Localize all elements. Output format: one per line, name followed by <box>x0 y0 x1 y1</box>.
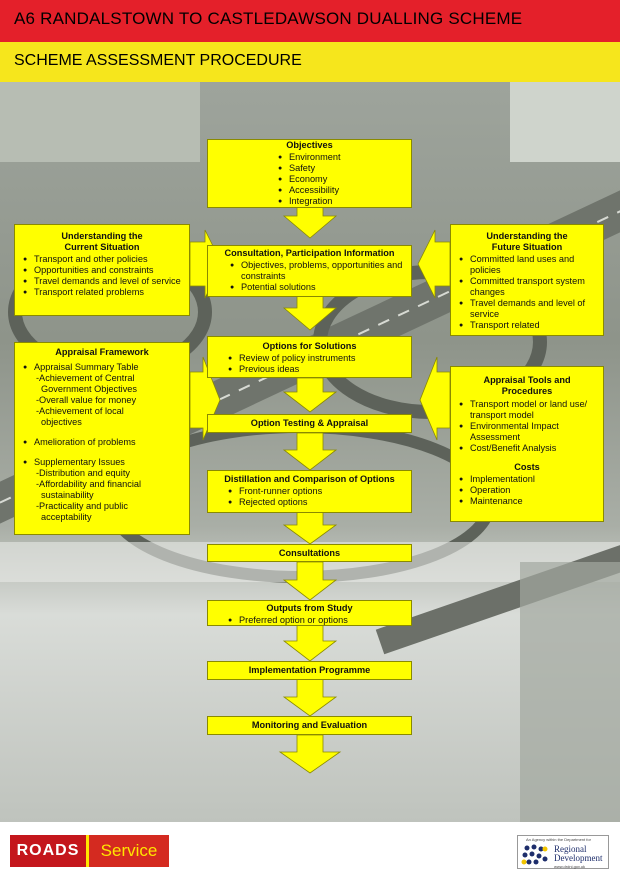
current-situation-item: Travel demands and level of service <box>21 276 185 287</box>
drd-line-2: Development <box>554 853 603 863</box>
spacer <box>21 448 189 457</box>
appraisal-tools-heading-2: Procedures <box>501 386 553 396</box>
objective-item: Integration <box>276 196 411 207</box>
appraisal-subitem: -Achievement of local <box>36 406 124 416</box>
distillation-item: Rejected options <box>226 497 411 508</box>
drd-logo: An Agency within the Department for Regi… <box>517 835 609 869</box>
objectives-box: Objectives Environment Safety Economy Ac… <box>207 139 412 208</box>
current-situation-box: Understanding the Current Situation Tran… <box>14 224 190 316</box>
appraisal-framework-heading: Appraisal Framework <box>55 347 149 357</box>
drd-url: www.drdni.gov.uk <box>554 864 586 869</box>
drd-emblem-icon <box>521 844 548 865</box>
options-item: Review of policy instruments <box>226 353 411 364</box>
monitoring-heading: Monitoring and Evaluation <box>251 720 368 730</box>
consultations-heading: Consultations <box>278 548 341 558</box>
drd-tagline: An Agency within the Department for <box>526 837 591 842</box>
appraisal-subitem: -Achievement of Central <box>36 373 135 383</box>
option-testing-heading: Option Testing & Appraisal <box>250 418 369 428</box>
arrow-down-7 <box>282 624 338 662</box>
service-logo-word: Service <box>86 835 169 867</box>
appraisal-subitem: -Overall value for money <box>36 395 137 405</box>
roads-logo-word: ROADS <box>10 835 86 867</box>
appraisal-subitem: -Practicality and public <box>36 501 128 511</box>
subtitle-bar <box>0 42 620 82</box>
implementation-heading: Implementation Programme <box>248 665 371 675</box>
appraisal-subitem: Government Objectives <box>41 384 137 394</box>
appraisal-item: Amelioration of problems <box>21 437 189 448</box>
costs-item: Maintenance <box>457 496 603 507</box>
arrow-down-3 <box>282 377 338 413</box>
current-situation-item: Transport and other policies <box>21 254 185 265</box>
outputs-box: Outputs from Study Preferred option or o… <box>207 600 412 626</box>
appraisal-framework-box: Appraisal Framework Appraisal Summary Ta… <box>14 342 190 535</box>
consultation-box: Consultation, Participation Information … <box>207 245 412 297</box>
appraisal-tools-item: Environmental Impact Assessment <box>457 421 599 443</box>
appraisal-subitem: sustainability <box>41 490 94 500</box>
spacer <box>21 428 189 437</box>
page-title: A6 RANDALSTOWN TO CASTLEDAWSON DUALLING … <box>14 9 523 28</box>
costs-item: Operation <box>457 485 603 496</box>
distillation-box: Distillation and Comparison of Options F… <box>207 470 412 513</box>
arrow-right-appraisal <box>189 356 221 441</box>
consultations-box: Consultations <box>207 544 412 562</box>
appraisal-tools-item: Cost/Benefit Analysis <box>457 443 599 454</box>
current-situation-item: Opportunities and constraints <box>21 265 185 276</box>
options-heading: Options for Solutions <box>262 341 357 351</box>
arrow-down-5 <box>282 511 338 545</box>
monitoring-box: Monitoring and Evaluation <box>207 716 412 735</box>
arrow-down-1 <box>282 206 338 239</box>
current-situation-heading-2: Current Situation <box>64 242 140 252</box>
costs-heading: Costs <box>514 462 540 472</box>
arrow-down-2 <box>282 295 338 331</box>
arrow-left-tools <box>419 356 451 441</box>
future-situation-box: Understanding the Future Situation Commi… <box>450 224 604 336</box>
objectives-heading: Objectives <box>286 140 333 150</box>
appraisal-tools-box: Appraisal Tools and Procedures Transport… <box>450 366 604 522</box>
current-situation-heading-1: Understanding the <box>61 231 143 241</box>
objective-item: Safety <box>276 163 411 174</box>
appraisal-subitem: -Affordability and financial <box>36 479 142 489</box>
distillation-heading: Distillation and Comparison of Options <box>224 474 395 484</box>
outputs-heading: Outputs from Study <box>266 603 353 613</box>
appraisal-subitem: acceptability <box>41 512 92 522</box>
options-item: Previous ideas <box>226 364 411 375</box>
consultation-heading: Consultation, Participation Information <box>224 248 395 258</box>
future-situation-item: Transport related <box>457 320 599 331</box>
appraisal-item: Appraisal Summary Table <box>21 362 189 373</box>
outputs-item: Preferred option or options <box>226 615 411 626</box>
appraisal-tools-item: Transport model or land use/ transport m… <box>457 399 599 421</box>
consultation-item: Potential solutions <box>228 282 411 293</box>
arrow-left-future <box>417 229 451 299</box>
arrow-down-4 <box>282 432 338 471</box>
objective-item: Economy <box>276 174 411 185</box>
roads-service-logo: ROADS Service <box>10 835 169 867</box>
arrow-down-9 <box>278 734 342 774</box>
current-situation-item: Transport related problems <box>21 287 185 298</box>
appraisal-subitem: -Distribution and equity <box>36 468 130 478</box>
implementation-box: Implementation Programme <box>207 661 412 680</box>
costs-item: Implementationl <box>457 474 603 485</box>
future-situation-heading-2: Future Situation <box>491 242 563 252</box>
appraisal-tools-heading-1: Appraisal Tools and <box>483 375 571 385</box>
page-subtitle: SCHEME ASSESSMENT PROCEDURE <box>14 52 302 69</box>
future-situation-item: Committed transport system changes <box>457 276 599 298</box>
objective-item: Environment <box>276 152 411 163</box>
appraisal-subitem: objectives <box>41 417 82 427</box>
title-bar <box>0 0 620 42</box>
future-situation-heading-1: Understanding the <box>486 231 568 241</box>
arrow-down-8 <box>282 678 338 717</box>
drd-line-1: Regional <box>554 844 587 854</box>
options-box: Options for Solutions Review of policy i… <box>207 336 412 378</box>
distillation-item: Front-runner options <box>226 486 411 497</box>
future-situation-item: Committed land uses and policies <box>457 254 599 276</box>
future-situation-item: Travel demands and level of service <box>457 298 599 320</box>
arrow-down-6 <box>282 561 338 601</box>
consultation-item: Objectives, problems, opportunities and … <box>228 260 411 282</box>
option-testing-box: Option Testing & Appraisal <box>207 414 412 433</box>
appraisal-item: Supplementary Issues <box>21 457 189 468</box>
objective-item: Accessibility <box>276 185 411 196</box>
